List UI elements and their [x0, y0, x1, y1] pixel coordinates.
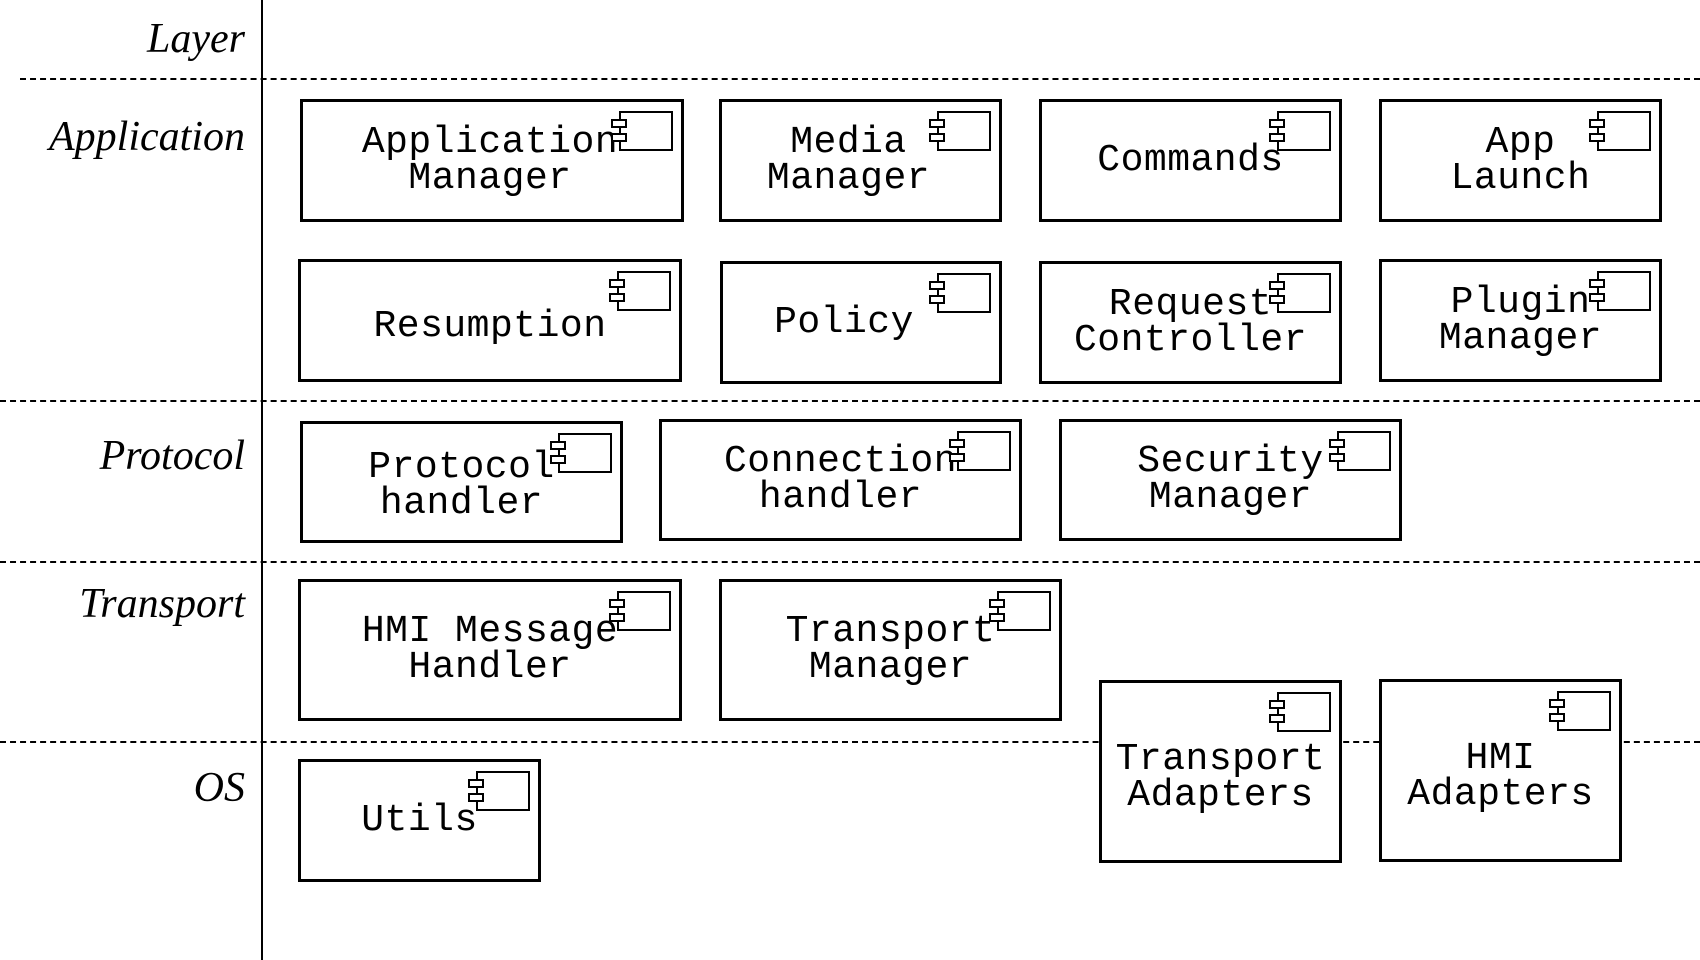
component-label: Connection handler	[723, 440, 958, 519]
layer-label-header: Layer	[147, 16, 245, 62]
component-label: Commands	[1097, 138, 1284, 182]
component-label: Resumption	[373, 304, 607, 348]
component-icon	[1269, 273, 1331, 313]
component-label: Protocol handler	[368, 446, 555, 525]
component-icon	[1329, 431, 1391, 471]
component-icon	[1269, 111, 1331, 151]
component-icon	[611, 111, 673, 151]
layer-divider-application-protocol	[0, 400, 1700, 402]
component-icon	[1549, 691, 1611, 731]
component-label: Transport Manager	[785, 610, 996, 689]
component-icon	[929, 273, 991, 313]
component-resumption: Resumption	[298, 259, 682, 382]
component-label: Plugin Manager	[1438, 280, 1603, 360]
component-label: Utils	[361, 798, 478, 842]
layer-divider-transport-os	[0, 741, 1700, 743]
component-transport-adapters: Transport Adapters	[1099, 680, 1342, 863]
component-label: Application Manager	[361, 120, 619, 200]
component-commands: Commands	[1039, 99, 1342, 222]
component-icon	[1269, 692, 1331, 732]
component-icon	[550, 433, 612, 473]
layer-label-divider	[261, 0, 263, 960]
component-label: HMI Adapters	[1407, 736, 1594, 816]
component-connection-handler: Connection handler	[659, 419, 1022, 541]
component-icon	[609, 591, 671, 631]
layer-label-transport: Transport	[79, 581, 245, 627]
component-icon	[929, 111, 991, 151]
component-icon	[1589, 111, 1651, 151]
component-label: Media Manager	[766, 120, 931, 200]
component-icon	[1589, 271, 1651, 311]
component-transport-manager: Transport Manager	[719, 579, 1062, 721]
component-icon	[949, 431, 1011, 471]
component-protocol-handler: Protocol handler	[300, 421, 623, 543]
component-application-manager: Application Manager	[300, 99, 684, 222]
component-label: App Launch	[1450, 120, 1591, 200]
component-plugin-manager: Plugin Manager	[1379, 259, 1662, 382]
component-policy: Policy	[720, 261, 1002, 384]
component-icon	[609, 271, 671, 311]
component-security-manager: Security Manager	[1059, 419, 1402, 541]
component-app-launch: App Launch	[1379, 99, 1662, 222]
component-label: Transport Adapters	[1115, 737, 1326, 817]
component-label: Request Controller	[1073, 282, 1308, 362]
component-icon	[468, 771, 530, 811]
component-utils: Utils	[298, 759, 541, 882]
component-icon	[989, 591, 1051, 631]
component-media-manager: Media Manager	[719, 99, 1002, 222]
component-request-controller: Request Controller	[1039, 261, 1342, 384]
component-label: Policy	[774, 300, 914, 344]
layer-divider-header	[20, 78, 1700, 80]
layer-divider-protocol-transport	[0, 561, 1700, 563]
component-label: Security Manager	[1137, 440, 1324, 519]
component-label: HMI Message Handler	[361, 610, 619, 689]
component-hmi-adapters: HMI Adapters	[1379, 679, 1622, 862]
layer-label-os: OS	[193, 765, 245, 811]
layer-label-application: Application	[49, 114, 245, 160]
layer-label-protocol: Protocol	[99, 433, 245, 479]
component-hmi-message-handler: HMI Message Handler	[298, 579, 682, 721]
